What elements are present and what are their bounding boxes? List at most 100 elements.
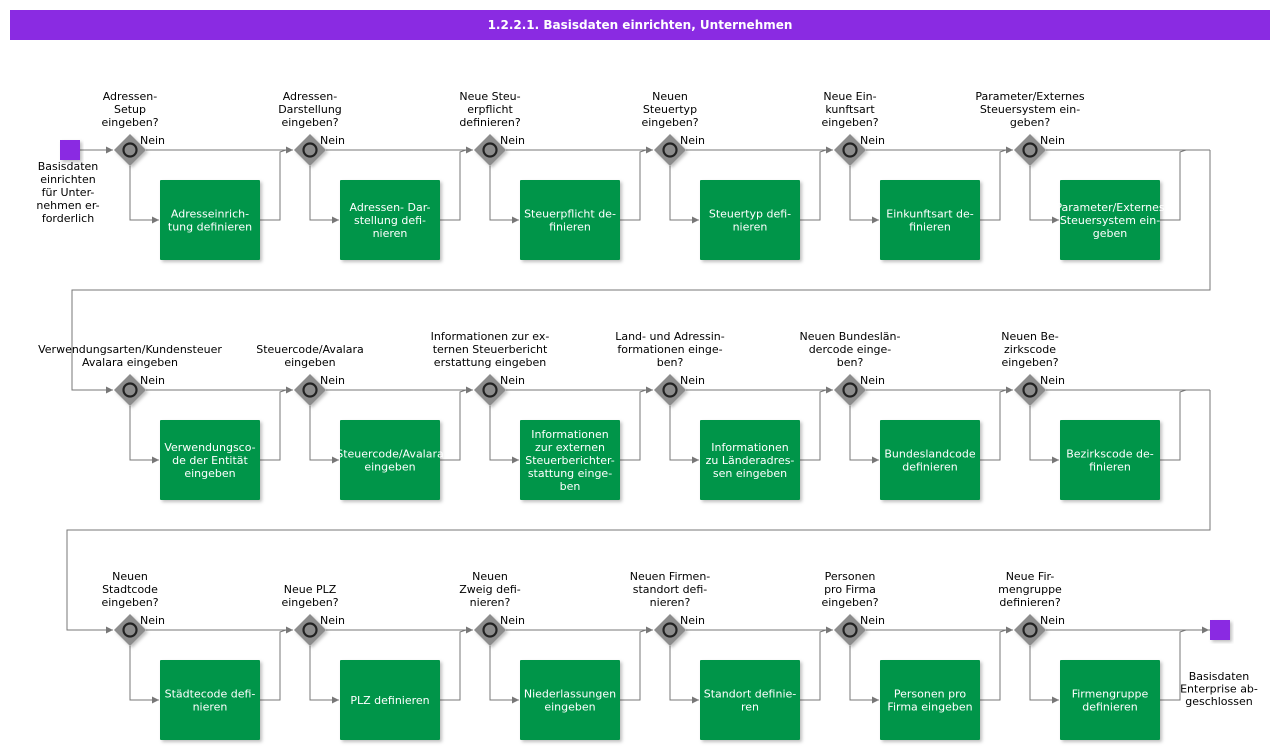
- gateway-question-line: Parameter/Externes: [975, 90, 1085, 103]
- gateway-question-line: kunftsart: [825, 103, 875, 116]
- start-event-label-line: nehmen er-: [36, 199, 99, 212]
- gateway-diamond[interactable]: [654, 374, 686, 406]
- flow-to-task: [309, 646, 339, 704]
- task-label-line: Bundeslandcode: [884, 448, 975, 461]
- task-label-line: Städtecode defi-: [165, 688, 256, 701]
- task-box[interactable]: [160, 420, 260, 500]
- task-label-line: PLZ definieren: [350, 694, 429, 707]
- gateway-question-line: Steuertyp: [643, 103, 697, 116]
- gateway-question-line: Neuen Firmen-: [630, 570, 711, 583]
- gateway-question-line: Neuen Bundeslän-: [800, 330, 901, 343]
- gateway-diamond[interactable]: [474, 614, 506, 646]
- gateway-question-line: Verwendungsarten/Kundensteuer: [38, 343, 222, 356]
- flow-merge: [980, 389, 1007, 461]
- gateway-question-line: Zweig defi-: [459, 583, 521, 596]
- row-transition-1: [71, 150, 1211, 394]
- task-label-line: Steuerpflicht de-: [524, 208, 616, 221]
- gateway-diamond[interactable]: [1014, 614, 1046, 646]
- task-label-line: eingeben: [184, 467, 235, 480]
- task-label-line: nieren: [733, 221, 768, 234]
- nein-label: Nein: [500, 374, 525, 387]
- gateway-diamond[interactable]: [834, 374, 866, 406]
- task-label-line: Adressen- Dar-: [349, 201, 430, 214]
- task-label: Städtecode defi-nieren: [165, 688, 256, 714]
- task-label: PLZ definieren: [350, 694, 429, 707]
- gateway-question-line: eingeben?: [281, 116, 338, 129]
- task-box[interactable]: [880, 180, 980, 260]
- task-label-line: Steuercode/Avalara: [336, 448, 444, 461]
- task-box[interactable]: [1060, 660, 1160, 740]
- start-event[interactable]: [60, 140, 80, 160]
- gateway-diamond[interactable]: [294, 134, 326, 166]
- gateway-question-line: eingeben?: [641, 116, 698, 129]
- task-box[interactable]: [520, 660, 620, 740]
- task-label-line: geben: [1093, 227, 1128, 240]
- task-box[interactable]: [700, 660, 800, 740]
- task-box[interactable]: [340, 420, 440, 500]
- gateway-diamond[interactable]: [114, 134, 146, 166]
- task-label-line: Standort definie-: [704, 688, 797, 701]
- task-box[interactable]: [1060, 180, 1160, 260]
- gateway-circle-icon: [302, 382, 318, 398]
- flow-to-task: [309, 406, 339, 464]
- gateway-circle-icon: [122, 622, 138, 638]
- flow-to-task: [669, 406, 699, 464]
- gateway-circle-icon: [842, 382, 858, 398]
- task-label-line: nieren: [193, 701, 228, 714]
- flow-to-task: [669, 166, 699, 224]
- gateway-diamond[interactable]: [654, 614, 686, 646]
- gateway-question-line: Steuersystem ein-: [980, 103, 1080, 116]
- flow-to-task: [669, 646, 699, 704]
- gateway-diamond[interactable]: [114, 374, 146, 406]
- task-label-line: zu Länderadres-: [706, 454, 795, 467]
- gateway-question-line: Neuen: [652, 90, 688, 103]
- gateway-question-line: eingeben: [284, 356, 335, 369]
- nein-label: Nein: [680, 614, 705, 627]
- gateway-diamond[interactable]: [294, 374, 326, 406]
- gateway-diamond[interactable]: [834, 134, 866, 166]
- gateway-diamond[interactable]: [654, 134, 686, 166]
- flow-merge: [260, 629, 287, 701]
- gateway-diamond[interactable]: [1014, 374, 1046, 406]
- gateway-question-line: Neue Ein-: [823, 90, 876, 103]
- task-box[interactable]: [520, 420, 620, 500]
- task-box[interactable]: [340, 660, 440, 740]
- task-label: Standort definie-ren: [704, 688, 797, 714]
- gateway-circle-icon: [302, 622, 318, 638]
- gateway-diamond[interactable]: [474, 134, 506, 166]
- gateway-question-line: Adressen-: [103, 90, 158, 103]
- task-box[interactable]: [700, 420, 800, 500]
- flow-merge: [1160, 149, 1187, 221]
- end-event[interactable]: [1210, 620, 1230, 640]
- task-box[interactable]: [340, 180, 440, 260]
- gateway-diamond[interactable]: [294, 614, 326, 646]
- task-box[interactable]: [160, 180, 260, 260]
- diagram-title: 1.2.2.1. Basisdaten einrichten, Unterneh…: [10, 10, 1270, 40]
- task-box[interactable]: [700, 180, 800, 260]
- gateway-circle-icon: [482, 622, 498, 638]
- task-box[interactable]: [880, 660, 980, 740]
- task-box[interactable]: [1060, 420, 1160, 500]
- gateway-question-line: Informationen zur ex-: [431, 330, 550, 343]
- gateway-circle-icon: [1022, 622, 1038, 638]
- gateway-circle-icon: [662, 142, 678, 158]
- gateway-question-line: geben?: [1010, 116, 1050, 129]
- gateway-diamond[interactable]: [114, 614, 146, 646]
- gateway-diamond[interactable]: [1014, 134, 1046, 166]
- gateway-diamond[interactable]: [474, 374, 506, 406]
- task-box[interactable]: [880, 420, 980, 500]
- task-box[interactable]: [160, 660, 260, 740]
- nein-label: Nein: [140, 134, 165, 147]
- task-label-line: Verwendungsco-: [164, 441, 255, 454]
- gateway-question-line: Neuen Be-: [1001, 330, 1059, 343]
- gateway-diamond[interactable]: [834, 614, 866, 646]
- task-box[interactable]: [520, 180, 620, 260]
